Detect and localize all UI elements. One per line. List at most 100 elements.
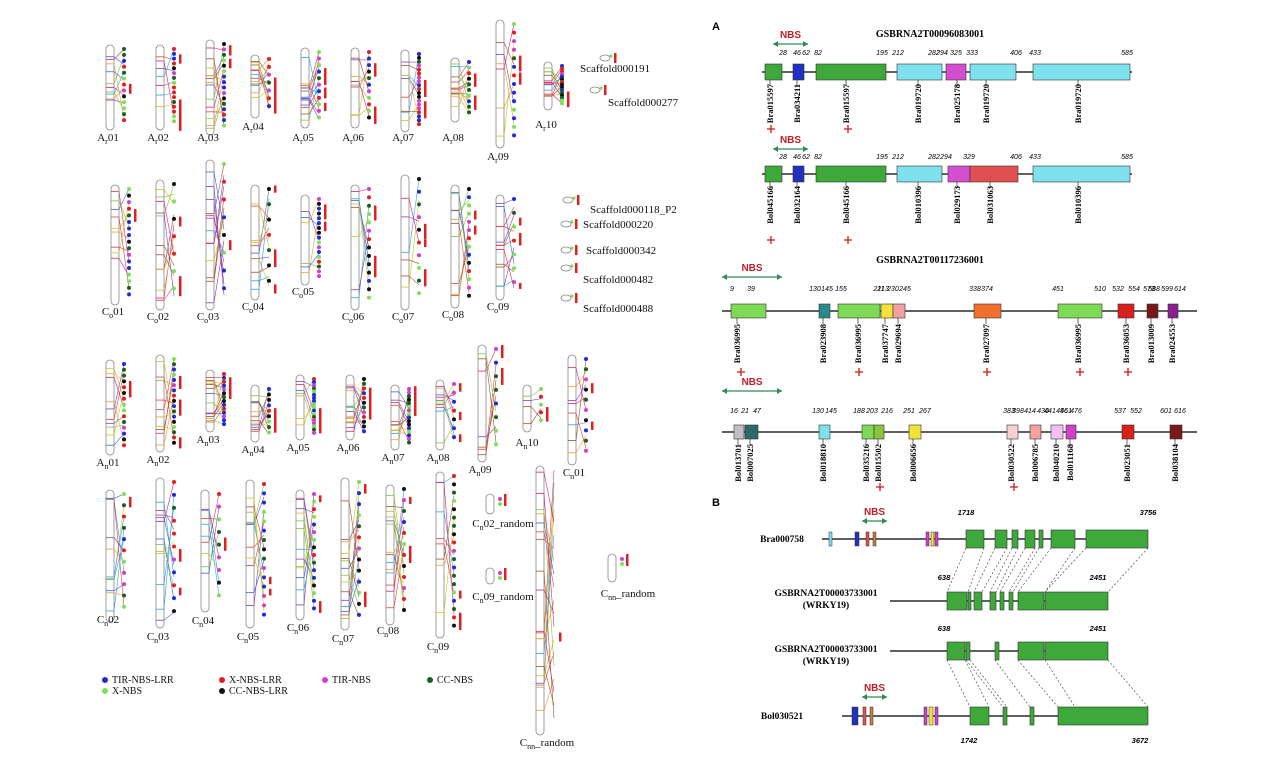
position-number: 82 <box>814 154 822 161</box>
gene-dot <box>127 259 131 264</box>
gene-dot <box>172 357 176 361</box>
position-number: 552 <box>1130 408 1142 415</box>
random-label: Cnn_random <box>601 588 656 602</box>
gene-connector <box>443 423 455 444</box>
cluster-marker <box>474 73 477 87</box>
position-number: 145 <box>821 286 833 293</box>
gene-id-label: Bra023908 <box>818 324 828 363</box>
chromosome-body <box>295 489 305 621</box>
gene-dot <box>417 55 421 60</box>
chromosome-label: An02 <box>147 454 170 468</box>
gene-dot <box>217 580 221 585</box>
gene-dot <box>512 82 516 86</box>
gene-dot <box>452 532 456 537</box>
domain-box <box>1167 303 1179 319</box>
gene-dot <box>122 437 126 442</box>
cluster-marker <box>319 410 322 427</box>
gene-dot <box>452 408 456 413</box>
gene-dot <box>417 227 421 232</box>
cluster-marker <box>519 55 522 72</box>
position-number: 430 <box>1037 408 1049 415</box>
scaffold-label: Scaffold000488 <box>583 303 654 315</box>
cluster-marker <box>409 545 412 559</box>
gene-connector <box>258 227 270 246</box>
gene-dot <box>407 387 411 391</box>
gene-dot <box>467 228 471 233</box>
mapping-line <box>973 547 996 593</box>
gene-dot <box>407 411 411 416</box>
gene-dot <box>122 94 126 99</box>
chromosome <box>205 159 232 311</box>
gene-dot <box>172 570 176 575</box>
gene-dot <box>312 418 316 423</box>
gene-connector <box>458 246 470 284</box>
gene-dot <box>494 428 498 433</box>
gene-dot <box>267 88 271 93</box>
gene-dot <box>312 389 316 394</box>
chromosome-label: An01 <box>97 457 120 471</box>
domain-box <box>818 303 831 319</box>
gene-dot <box>172 544 176 549</box>
gene-dot <box>467 285 471 290</box>
gene-connector <box>118 191 130 264</box>
gene-dot <box>312 492 316 496</box>
gene-dot <box>312 411 316 416</box>
gene-connector <box>163 183 175 217</box>
gene-connector <box>118 216 130 289</box>
gene-connector <box>358 203 370 298</box>
position-number: 510 <box>1094 286 1106 293</box>
gene-dot <box>317 108 321 113</box>
gene-dot <box>222 399 226 403</box>
gene-dot <box>512 116 516 121</box>
gene-dot <box>367 220 371 225</box>
gene-dot <box>417 265 421 270</box>
gene-connector <box>163 412 175 418</box>
chromosome-label: Cn02 <box>97 614 119 628</box>
cluster-marker <box>501 345 504 359</box>
chromosome-label: An05 <box>287 442 310 456</box>
position-number: 28 <box>778 154 787 161</box>
gene-dot <box>172 409 176 414</box>
gene-connector <box>113 537 125 551</box>
gene-dot <box>512 73 516 78</box>
gene-connector <box>408 275 420 286</box>
gene-connector <box>543 496 555 639</box>
gene-connector <box>348 575 360 607</box>
gene-dot <box>312 392 316 397</box>
gene-connector <box>408 198 420 243</box>
gene-dot <box>262 491 266 496</box>
gene-dot <box>609 54 613 58</box>
chromosome-body <box>435 471 445 639</box>
gene-dot <box>357 579 361 584</box>
gene-dot <box>222 250 226 255</box>
chromosome-label: Ar05 <box>292 132 314 146</box>
gene-dot <box>172 518 176 523</box>
gene-dot <box>367 89 371 94</box>
gene-connector <box>575 371 587 387</box>
transcript-label: GSBRNA2T00003733001 <box>775 645 878 655</box>
chromosome <box>300 194 327 286</box>
gene-dot <box>172 95 176 100</box>
gene-dot <box>172 609 176 614</box>
position-number: 441 <box>1044 408 1056 415</box>
chromosome-body <box>200 489 210 613</box>
gene-dot <box>317 115 321 120</box>
position-number: 251 <box>902 408 915 415</box>
mapping-line <box>1044 547 1087 593</box>
gene-connector <box>213 240 225 303</box>
gene-connector <box>443 543 455 595</box>
gene-connector <box>163 505 175 585</box>
chromosome-body <box>155 354 165 453</box>
transcript-label: Bol030521 <box>761 712 803 722</box>
gene-connector <box>503 226 515 232</box>
cluster-marker <box>319 408 322 417</box>
chromosome-label: An06 <box>337 442 360 456</box>
gene-connector <box>113 401 125 443</box>
domain-box <box>934 531 939 547</box>
domain-box <box>851 706 859 726</box>
gene-connector <box>308 99 320 119</box>
gene-dot <box>267 419 271 424</box>
gene-connector <box>503 54 515 105</box>
nbs-arrow-head <box>882 694 887 700</box>
exon <box>999 591 1005 611</box>
